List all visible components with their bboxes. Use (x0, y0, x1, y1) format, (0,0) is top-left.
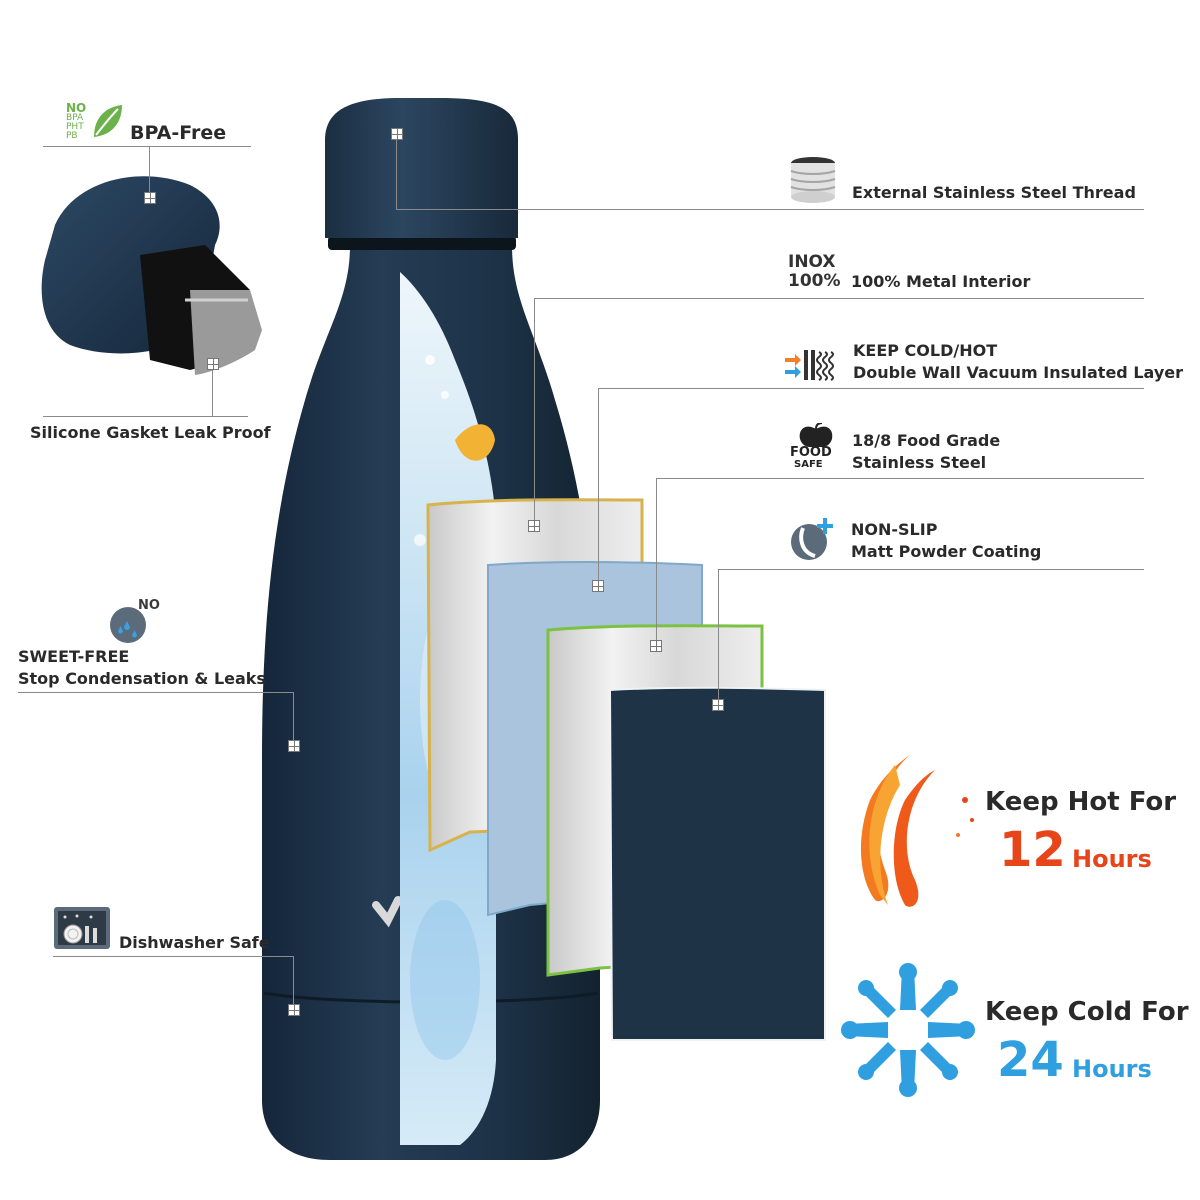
no-text: NO (66, 101, 87, 115)
dishwasher-marker (288, 1004, 300, 1016)
keep-cold-title: Keep Cold For (985, 997, 1189, 1027)
dishwasher-icon (54, 907, 110, 949)
vacuum-title: KEEP COLD/HOT (853, 341, 998, 360)
keep-cold-unit: Hours (1072, 1055, 1152, 1083)
pht-text: PHT (66, 122, 84, 132)
keep-hot-unit: Hours (1072, 845, 1152, 873)
thread-marker (391, 128, 403, 140)
keep-hot-number: 12 (999, 822, 1066, 878)
sweat-free-subtitle: Stop Condensation & Leaks (18, 669, 266, 688)
keep-cold-number: 24 (997, 1032, 1064, 1088)
vacuum-subtitle: Double Wall Vacuum Insulated Layer (853, 363, 1183, 382)
leaf-icon (94, 105, 122, 137)
metal-interior-label: 100% Metal Interior (851, 272, 1031, 291)
food-marker (650, 640, 662, 652)
pb-text: PB (66, 131, 78, 141)
dishwasher-label: Dishwasher Safe (119, 933, 270, 952)
keep-hot-title: Keep Hot For (985, 787, 1177, 817)
sweat-marker (288, 740, 300, 752)
no-sweat-icon (110, 607, 146, 643)
metal-marker (528, 520, 540, 532)
food-badge-line1: FOOD (790, 445, 832, 460)
no-sweat-badge-text: NO (138, 598, 160, 613)
sweat-free-title: SWEET-FREE (18, 647, 130, 666)
insulation-icon (785, 350, 834, 381)
thread-label: External Stainless Steel Thread (852, 183, 1136, 202)
food-badge-line2: SAFE (794, 459, 823, 470)
gasket-label: Silicone Gasket Leak Proof (30, 423, 271, 442)
thread-icon (790, 157, 836, 203)
vacuum-marker (592, 580, 604, 592)
coating-title: NON-SLIP (851, 520, 938, 539)
inox-badge-line2: 100% (788, 271, 841, 291)
gasket-marker (207, 358, 219, 370)
apple-icon (799, 423, 833, 447)
coating-marker (712, 699, 724, 711)
coating-subtitle: Matt Powder Coating (851, 542, 1042, 561)
non-slip-icon (791, 518, 833, 560)
bpa-text: BPA (66, 113, 84, 123)
food-grade-line1: 18/8 Food Grade (852, 431, 1001, 450)
inox-badge-line1: INOX (788, 252, 836, 272)
bpa-free-label: BPA-Free (130, 122, 227, 144)
food-grade-line2: Stainless Steel (852, 453, 987, 472)
bpa-badge: NO BPA PHT PB (64, 101, 154, 145)
bpa-marker (144, 192, 156, 204)
